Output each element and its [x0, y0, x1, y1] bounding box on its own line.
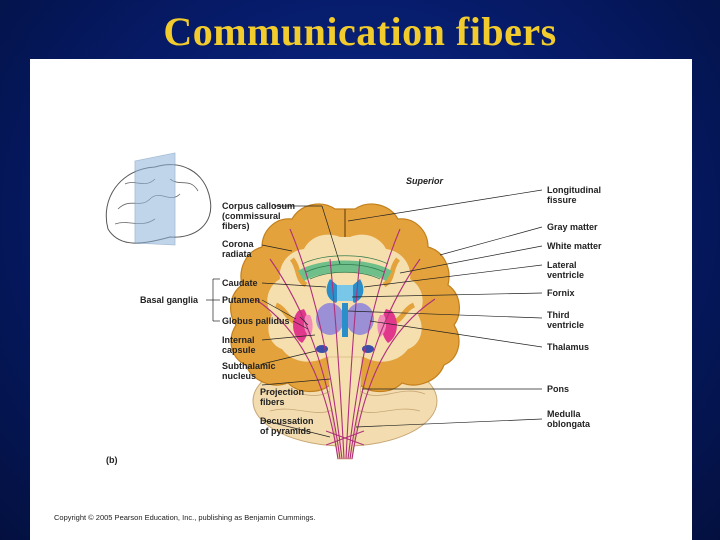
- label-projection-fibers-2: fibers: [260, 397, 285, 407]
- label-gray-matter: Gray matter: [547, 222, 598, 232]
- right-leader-lines: [347, 189, 543, 428]
- projection-fibers: [254, 228, 436, 460]
- brain-coronal-diagram: Corpus callosum (commissural fibers) Cor…: [54, 152, 602, 522]
- panel-letter: (b): [106, 455, 118, 465]
- thalamus: [316, 303, 374, 337]
- label-medulla-oblongata-1: Medulla: [547, 409, 581, 419]
- label-corpus-callosum-2: (commissural: [222, 211, 281, 221]
- label-caudate: Caudate: [222, 278, 258, 288]
- left-leader-lines: [206, 205, 341, 438]
- label-decussation-1: Decussation: [260, 416, 314, 426]
- label-thalamus: Thalamus: [547, 342, 589, 352]
- label-corona-radiata-2: radiata: [222, 249, 253, 259]
- label-subthalamic-nucleus-1: Subthalamic: [222, 361, 276, 371]
- label-lateral-ventricle-1: Lateral: [547, 260, 577, 270]
- label-projection-fibers-1: Projection: [260, 387, 304, 397]
- label-decussation-2: of pyramids: [260, 426, 311, 436]
- label-putamen: Putamen: [222, 295, 260, 305]
- label-fornix: Fornix: [547, 288, 575, 298]
- label-corona-radiata-1: Corona: [222, 239, 254, 249]
- inset-brain-icon: [105, 152, 212, 246]
- label-globus-pallidus: Globus pallidus: [222, 316, 290, 326]
- label-lateral-ventricle-2: ventricle: [547, 270, 584, 280]
- label-third-ventricle-2: ventricle: [547, 320, 584, 330]
- label-internal-capsule-2: capsule: [222, 345, 256, 355]
- label-corpus-callosum-3: fibers): [222, 221, 250, 231]
- corpus-callosum: [298, 255, 392, 281]
- label-longitudinal-fissure-2: fissure: [547, 195, 577, 205]
- label-pons: Pons: [547, 384, 569, 394]
- label-basal-ganglia: Basal ganglia: [140, 295, 199, 305]
- label-superior: Superior: [406, 176, 444, 186]
- figure-panel: Corpus callosum (commissural fibers) Cor…: [30, 59, 692, 540]
- label-longitudinal-fissure-1: Longitudinal: [547, 185, 601, 195]
- label-subthalamic-nucleus-2: nucleus: [222, 371, 256, 381]
- label-third-ventricle-1: Third: [547, 310, 570, 320]
- label-corpus-callosum-1: Corpus callosum: [222, 201, 295, 211]
- copyright-notice: Copyright © 2005 Pearson Education, Inc.…: [54, 513, 316, 522]
- label-medulla-oblongata-2: oblongata: [547, 419, 591, 429]
- slide-title: Communication fibers: [163, 9, 557, 54]
- label-white-matter: White matter: [547, 241, 602, 251]
- label-internal-capsule-1: Internal: [222, 335, 255, 345]
